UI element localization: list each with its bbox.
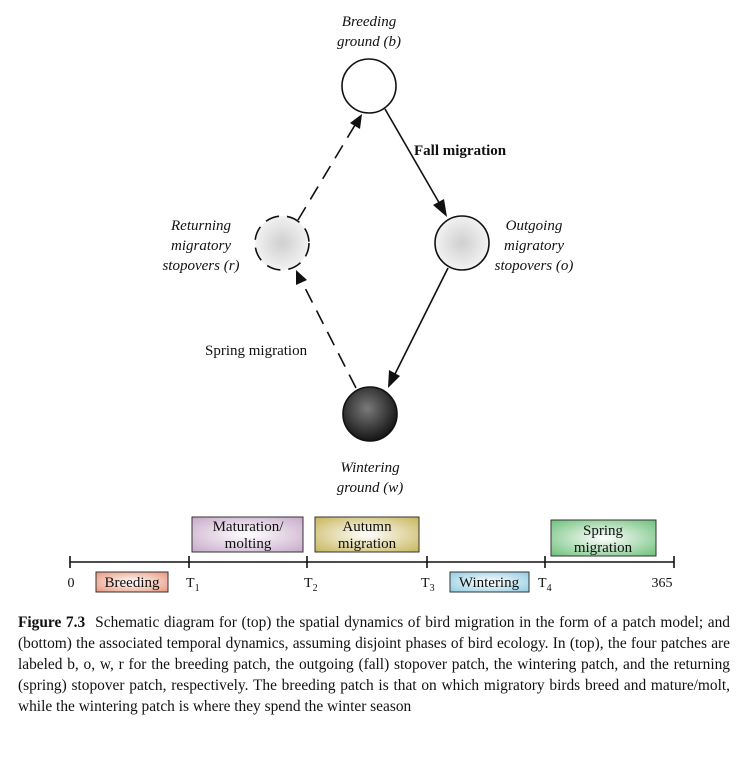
fall-migration-arrows: Fall migration [384, 108, 507, 388]
breeding-phase-label: Breeding [105, 575, 160, 591]
wintering-node [342, 386, 398, 442]
timeline-t1-label: T1 [186, 576, 200, 594]
arrow-w-to-r-head [296, 270, 307, 285]
arrow-o-to-w-head [388, 370, 400, 388]
caption-text: Schematic diagram for (top) the spatial … [18, 614, 730, 715]
autumn-phase-box [314, 516, 420, 553]
spring-phase-box [550, 519, 657, 557]
outgoing-label-line3: stopovers (o) [495, 258, 574, 274]
spring-migration-arrows: Spring migration [205, 114, 362, 389]
timeline-t3-label: T3 [421, 576, 435, 594]
wintering-label-line2: ground (w) [337, 480, 404, 496]
migration-diagram: Breeding ground (b) Outgoing migratory s… [68, 14, 675, 594]
arrow-b-to-o-head [433, 199, 447, 217]
breeding-patch: Breeding ground (b) [337, 14, 401, 114]
spring-phase-line2: migration [574, 540, 633, 556]
returning-label-line1: Returning [170, 218, 231, 234]
returning-label-line3: stopovers (r) [162, 258, 239, 274]
spring-migration-label: Spring migration [205, 343, 308, 359]
returning-patch: Returning migratory stopovers (r) [162, 215, 310, 274]
wintering-label-line1: Wintering [340, 460, 400, 476]
spring-phase-line1: Spring [583, 523, 624, 539]
arrow-r-to-b-head [350, 114, 362, 129]
outgoing-patch: Outgoing migratory stopovers (o) [434, 215, 574, 274]
maturation-phase-line2: molting [225, 536, 272, 552]
timeline-t4-label: T4 [538, 576, 552, 594]
timeline-t2-label: T2 [304, 576, 318, 594]
arrow-w-to-r-line [301, 281, 357, 389]
breeding-label-line1: Breeding [342, 14, 397, 30]
maturation-phase-line1: Maturation/ [213, 519, 285, 535]
arrow-b-to-o-line [384, 108, 442, 207]
wintering-phase-box [449, 571, 530, 593]
returning-label-line2: migratory [171, 238, 231, 254]
fall-migration-label: Fall migration [414, 143, 507, 159]
breeding-phase-box [95, 571, 169, 593]
autumn-phase-line1: Autumn [342, 519, 392, 535]
outgoing-node [434, 215, 490, 271]
breeding-node [341, 58, 397, 114]
timeline: 0 365 T1 T2 T3 T4 Maturation/ molting Au… [68, 516, 675, 594]
outgoing-label-line2: migratory [504, 238, 564, 254]
wintering-phase-label: Wintering [459, 575, 520, 591]
caption-label: Figure 7.3 [18, 614, 86, 631]
outgoing-label-line1: Outgoing [506, 218, 563, 234]
wintering-patch: Wintering ground (w) [337, 386, 404, 496]
arrow-r-to-b-line [297, 124, 356, 221]
autumn-phase-line2: migration [338, 536, 397, 552]
arrow-o-to-w-line [393, 267, 449, 377]
breeding-label-line2: ground (b) [337, 34, 401, 50]
returning-node [254, 215, 310, 271]
maturation-phase-box [191, 516, 304, 553]
timeline-end-label: 365 [652, 576, 673, 591]
timeline-start-label: 0 [68, 576, 75, 591]
